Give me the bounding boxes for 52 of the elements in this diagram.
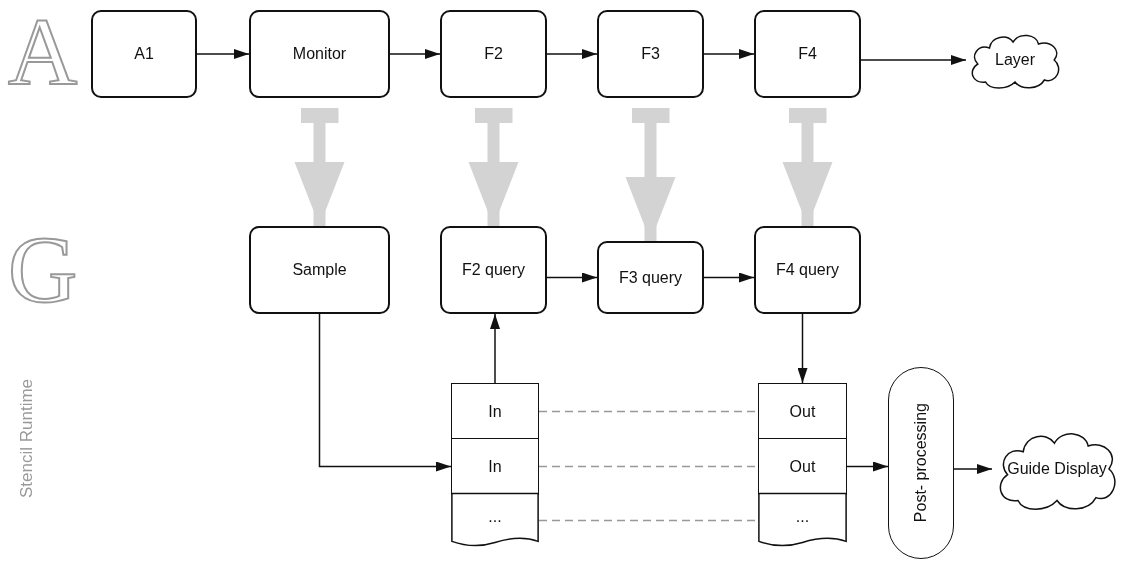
arrow — [953, 464, 993, 474]
process-box — [754, 10, 861, 98]
node-text: A1 — [133, 44, 155, 64]
node-text: Out — [788, 401, 817, 422]
side-label: Stencil Runtime — [17, 377, 35, 501]
arrow — [860, 55, 967, 65]
arrow — [846, 461, 889, 472]
process-box — [249, 226, 390, 314]
node-text: Guide Display — [1006, 459, 1108, 479]
node-text: Post- processing — [911, 402, 931, 525]
buffer-cell — [758, 438, 847, 495]
node-text: F2 — [483, 44, 504, 64]
process-box — [597, 241, 704, 314]
outline-letter: G — [8, 222, 78, 318]
outline-letter: A — [8, 4, 78, 100]
arrow — [196, 49, 250, 59]
buffer-cell — [451, 438, 539, 495]
process-box — [249, 10, 390, 98]
node-text: F4 — [797, 44, 818, 64]
process-box — [440, 226, 547, 314]
buffer-cell — [758, 493, 847, 548]
arrow — [318, 313, 452, 472]
arrow — [389, 49, 441, 59]
arrow — [703, 49, 755, 59]
arrow — [703, 272, 755, 283]
buffer-cell — [451, 493, 539, 548]
node-text: F2 query — [460, 260, 527, 280]
node-text: Out — [788, 456, 817, 477]
buffer-cell — [758, 383, 847, 440]
node-text: In — [487, 456, 503, 477]
arrow — [546, 272, 598, 283]
block-arrow — [782, 108, 833, 226]
block-arrow — [294, 108, 345, 226]
node-text: In — [487, 401, 503, 422]
process-box — [91, 10, 197, 98]
block-arrow — [468, 108, 519, 226]
process-box — [440, 10, 547, 98]
node-text: F3 query — [617, 267, 684, 288]
node-text: Monitor — [291, 44, 348, 64]
node-text: ... — [794, 506, 811, 527]
arrow — [797, 313, 808, 384]
node-text: Layer — [994, 50, 1036, 70]
node-text: Sample — [291, 260, 348, 280]
arrow — [546, 49, 598, 59]
process-box — [754, 226, 861, 314]
node-text: F3 — [640, 44, 661, 64]
block-arrow — [625, 108, 676, 241]
node-text: ... — [487, 506, 503, 527]
buffer-cell — [451, 383, 539, 440]
node-text: F4 query — [774, 260, 841, 280]
process-box — [597, 10, 704, 98]
arrow — [490, 313, 500, 384]
